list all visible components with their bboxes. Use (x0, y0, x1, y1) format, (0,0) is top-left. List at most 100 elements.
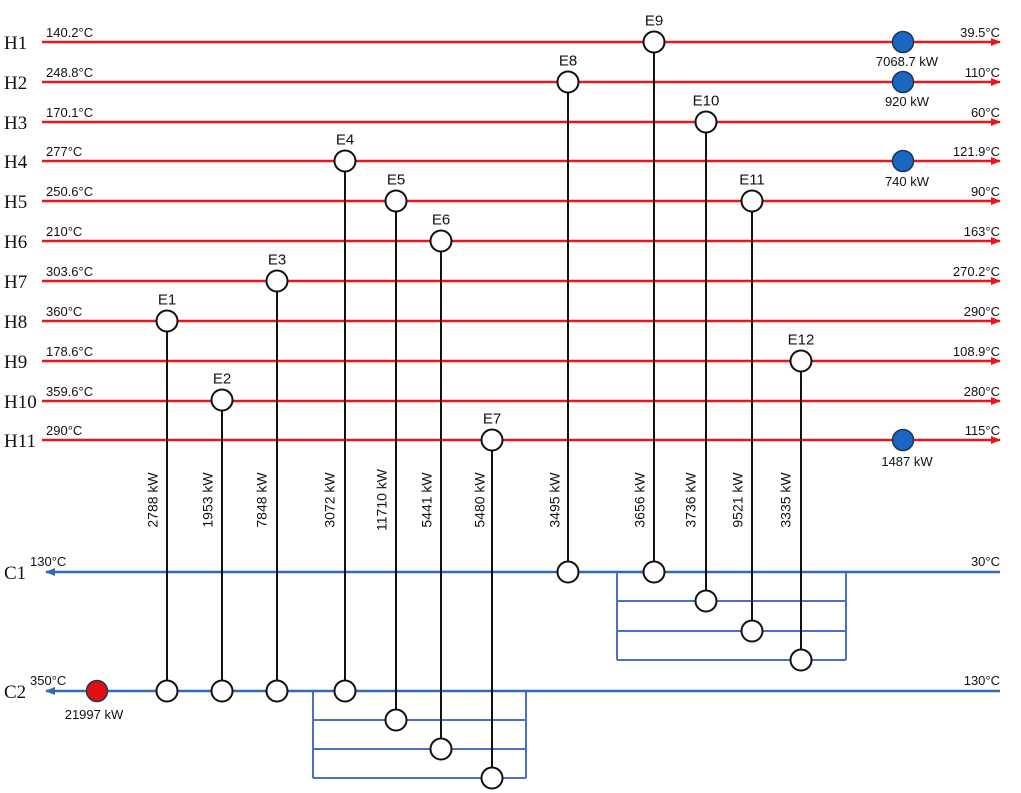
hot-stream-outlet-temp: 108.9°C (953, 344, 1000, 359)
cold-stream-inlet-temp: 130°C (964, 673, 1000, 688)
exchanger-e12-cold-node (789, 648, 813, 672)
exchanger-e8-label: E8 (559, 53, 577, 70)
hot-stream-outlet-temp: 163°C (964, 224, 1000, 239)
hot-stream-inlet-temp: 178.6°C (46, 344, 93, 359)
hot-stream-inlet-temp: 170.1°C (46, 105, 93, 120)
hot-stream-outlet-temp: 270.2°C (953, 264, 1000, 279)
exchanger-e6-duty: 5441 kW (419, 472, 435, 528)
c2-stream-split (312, 691, 527, 779)
exchanger-e8-cold-node (556, 560, 580, 584)
hot-stream-inlet-temp: 140.2°C (46, 25, 93, 40)
exchanger-e2-cold-node (210, 679, 234, 703)
exchanger-e4-duty: 3072 kW (322, 472, 338, 528)
exchanger-e3-cold-node (265, 679, 289, 703)
c1-stream-split (616, 572, 847, 661)
cold-stream-outlet-temp: 350°C (30, 673, 66, 688)
exchanger-e9-hot-node (642, 30, 666, 54)
exchanger-e7-duty: 5480 kW (472, 472, 488, 528)
hot-stream-inlet-temp: 360°C (46, 304, 82, 319)
hot-stream-outlet-temp: 290°C (964, 304, 1000, 319)
exchanger-e3-duty: 7848 kW (254, 472, 270, 528)
exchanger-e7-hot-node (480, 428, 504, 452)
exchanger-e6-cold-node (429, 737, 453, 761)
exchanger-e3-label: E3 (268, 252, 286, 269)
exchanger-e2-hot-node (210, 388, 234, 412)
hot-stream-outlet-temp: 39.5°C (960, 25, 1000, 40)
cooler-h1-duty: 7068.7 kW (876, 54, 939, 69)
exchanger-e5-hot-node (384, 189, 408, 213)
cooler-h4 (891, 149, 915, 173)
hot-stream-outlet-temp: 60°C (971, 105, 1000, 120)
exchanger-e5-label: E5 (387, 172, 405, 189)
exchanger-e4-cold-node (333, 679, 357, 703)
cooler-h11 (891, 428, 915, 452)
hot-stream-label: H9 (4, 352, 27, 373)
hot-stream-inlet-temp: 248.8°C (46, 65, 93, 80)
exchanger-e7-cold-node (480, 766, 504, 790)
exchanger-e2-duty: 1953 kW (200, 472, 216, 528)
hot-stream-outlet-temp: 280°C (964, 384, 1000, 399)
hot-stream-label: H4 (4, 152, 28, 173)
hot-stream-inlet-temp: 359.6°C (46, 384, 93, 399)
hot-stream-inlet-temp: 290°C (46, 423, 82, 438)
hot-stream-label: H3 (4, 113, 27, 134)
cold-stream-outlet-temp: 130°C (30, 554, 66, 569)
hot-stream-outlet-temp: 115°C (965, 423, 1000, 438)
hot-stream-outlet-temp: 110°C (965, 65, 1000, 80)
exchanger-e11-duty: 9521 kW (730, 472, 746, 528)
hot-stream-label: H11 (4, 431, 36, 452)
exchanger-e1-cold-node (155, 679, 179, 703)
exchanger-e12-hot-node (789, 349, 813, 373)
exchanger-e8-hot-node (556, 70, 580, 94)
cooler-h2 (891, 70, 915, 94)
cooler-h4-duty: 740 kW (885, 174, 930, 189)
heater-c2 (85, 679, 109, 703)
exchanger-e4-hot-node (333, 149, 357, 173)
exchanger-e10-duty: 3736 kW (683, 472, 699, 528)
hot-stream-label: H2 (4, 73, 27, 94)
hot-stream-label: H10 (4, 392, 37, 413)
exchanger-e10-hot-node (694, 110, 718, 134)
cold-stream-label: C2 (4, 682, 26, 703)
cooler-h1 (891, 30, 915, 54)
exchanger-e9-duty: 3656 kW (632, 472, 648, 528)
hot-stream-inlet-temp: 303.6°C (46, 264, 93, 279)
exchanger-e1-duty: 2788 kW (145, 472, 161, 528)
hot-stream-label: H8 (4, 312, 27, 333)
hot-stream-outlet-temp: 90°C (971, 184, 1000, 199)
cooler-h2-duty: 920 kW (885, 94, 930, 109)
exchanger-e5-cold-node (384, 708, 408, 732)
hot-stream-inlet-temp: 210°C (46, 224, 82, 239)
cooler-h11-duty: 1487 kW (881, 454, 933, 469)
exchanger-e11-cold-node (740, 619, 764, 643)
hot-stream-label: H7 (4, 272, 27, 293)
heater-c2-duty: 21997 kW (65, 707, 124, 722)
hot-stream-inlet-temp: 277°C (46, 144, 82, 159)
exchanger-e6-hot-node (429, 229, 453, 253)
cold-stream-inlet-temp: 30°C (971, 554, 1000, 569)
exchanger-e8-duty: 3495 kW (547, 472, 563, 528)
hot-stream-outlet-temp: 121.9°C (953, 144, 1000, 159)
exchanger-e9-label: E9 (645, 13, 663, 30)
exchanger-e9-cold-node (642, 560, 666, 584)
exchanger-e3-hot-node (265, 269, 289, 293)
exchanger-e10-cold-node (694, 589, 718, 613)
exchanger-e2-label: E2 (213, 371, 231, 388)
exchanger-e12-duty: 3335 kW (778, 472, 794, 528)
hot-stream-label: H6 (4, 232, 27, 253)
exchanger-e1-hot-node (155, 309, 179, 333)
exchanger-e5-duty: 11710 kW (374, 468, 390, 531)
exchanger-e11-hot-node (740, 189, 764, 213)
hot-stream-label: H1 (4, 33, 27, 54)
hot-stream-inlet-temp: 250.6°C (46, 184, 93, 199)
exchanger-e6-label: E6 (432, 212, 450, 229)
exchanger-e12-label: E12 (788, 332, 815, 349)
exchanger-e4-label: E4 (336, 132, 354, 149)
exchanger-e7-label: E7 (483, 411, 501, 428)
exchanger-e11-label: E11 (739, 172, 765, 189)
cold-stream-label: C1 (4, 563, 26, 584)
exchanger-e10-label: E10 (693, 93, 720, 110)
exchanger-e1-label: E1 (158, 292, 176, 309)
hot-stream-label: H5 (4, 192, 27, 213)
